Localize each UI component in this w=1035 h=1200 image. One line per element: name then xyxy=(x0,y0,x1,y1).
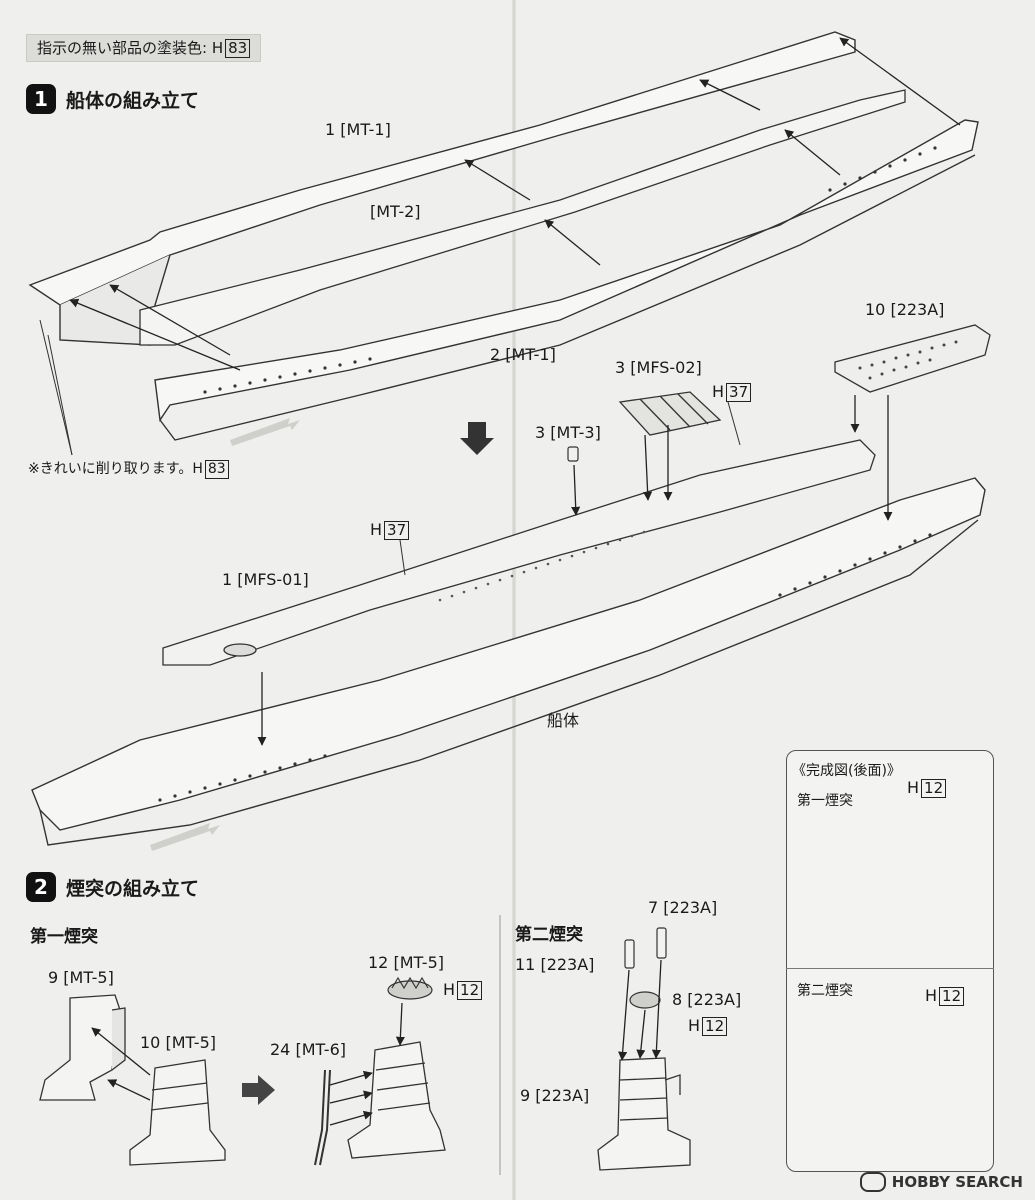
step2-heading: 2 煙突の組み立て xyxy=(26,872,199,902)
page-gutter xyxy=(512,0,516,1200)
hull-half-mt1-bottom xyxy=(154,119,979,441)
completed-view-panel xyxy=(786,750,994,1172)
funnel1-assembled xyxy=(347,1041,446,1159)
panel-divider xyxy=(786,968,994,969)
deck-mfs01 xyxy=(162,439,876,666)
step1-heading: 1 船体の組み立て xyxy=(26,84,199,114)
part-3-mt3 xyxy=(567,446,579,462)
label-mfs02: 3 [MFS-02] xyxy=(615,358,702,377)
step2-badge: 2 xyxy=(26,872,56,902)
funnel2-assembled xyxy=(597,1057,691,1171)
deck-texture xyxy=(438,530,646,602)
panel-first-label: 第一煙突 xyxy=(797,793,853,809)
label-mfs01: 1 [MFS-01] xyxy=(222,570,309,589)
logo-icon xyxy=(859,1172,886,1192)
funnel1-part24 xyxy=(314,1069,331,1166)
part-10-223a xyxy=(834,324,991,393)
h37b-code: 37 xyxy=(384,521,410,540)
second-funnel-title: 第二煙突 xyxy=(515,925,583,945)
panel-first-h-prefix: H xyxy=(907,778,920,797)
arrows-funnel1-a xyxy=(91,1027,151,1101)
panel-second-h-code: 12 xyxy=(939,987,965,1006)
label-hull: 船体 xyxy=(547,711,580,730)
funnel1-part9 xyxy=(39,994,126,1101)
paint-note-code: 83 xyxy=(225,39,251,58)
panel-second-h-prefix: H xyxy=(925,986,938,1005)
arrows-step1-bottom xyxy=(257,395,893,746)
label-f1-p24: 24 [MT-6] xyxy=(270,1040,346,1059)
arrows-funnel1-b xyxy=(329,1002,405,1126)
panel-first-h-code: 12 xyxy=(921,779,947,798)
arrows-funnel2 xyxy=(618,959,662,1061)
label-part10: 10 [223A] xyxy=(865,300,945,319)
watermark-logo: HOBBY SEARCH xyxy=(859,1172,1023,1192)
label-f2-p9: 9 [223A] xyxy=(520,1086,590,1105)
h37a-code: 37 xyxy=(726,383,752,402)
step1-title: 船体の組み立て xyxy=(66,89,200,112)
trim-leaders xyxy=(39,319,73,456)
logo-text: HOBBY SEARCH xyxy=(891,1173,1023,1191)
step2-title: 煙突の組み立て xyxy=(66,877,200,900)
funnel1-part12 xyxy=(387,976,433,1000)
step1-badge: 1 xyxy=(26,84,56,114)
h37b-prefix: H xyxy=(370,520,383,539)
hull-half-mt1-top xyxy=(28,31,856,346)
f2-h12-prefix: H xyxy=(688,1016,701,1035)
panel-second-label: 第二煙突 xyxy=(797,983,853,999)
label-mt1-top: 1 [MT-1] xyxy=(325,120,391,139)
portholes-hull xyxy=(158,533,932,802)
first-funnel-title: 第一煙突 xyxy=(30,927,98,947)
down-arrow-icon xyxy=(460,422,494,455)
trim-note-code: 83 xyxy=(204,460,229,479)
label-f1-p12: 12 [MT-5] xyxy=(368,953,444,972)
portholes-top xyxy=(203,146,937,394)
f1-h12-code: 12 xyxy=(457,981,483,1000)
label-f1-p10: 10 [MT-5] xyxy=(140,1033,216,1052)
paint-note-text: 指示の無い部品の塗装色: H xyxy=(37,39,224,57)
label-mt3: 3 [MT-3] xyxy=(535,423,601,442)
h37-leaders xyxy=(399,401,741,576)
label-mt2: [MT-2] xyxy=(370,202,421,221)
hull-half-mt2 xyxy=(139,89,906,346)
funnel2-parts-small xyxy=(624,927,667,1009)
trim-note-text: ※きれいに削り取ります。H xyxy=(28,461,203,477)
f1-h12-prefix: H xyxy=(443,980,456,999)
arrows-step1-top xyxy=(69,37,961,371)
label-f2-p8: 8 [223A] xyxy=(672,990,742,1009)
h37a-prefix: H xyxy=(712,382,725,401)
f2-h12-code: 12 xyxy=(702,1017,728,1036)
direction-hints xyxy=(150,418,300,851)
label-mt1-mid: 2 [MT-1] xyxy=(490,345,556,364)
hull-assembled xyxy=(31,477,986,846)
label-f2-p11: 11 [223A] xyxy=(515,955,595,974)
right-arrow-icon xyxy=(242,1075,275,1105)
funnel1-part10 xyxy=(129,1059,226,1166)
part-3-mfs02 xyxy=(618,391,722,436)
label-f2-p7: 7 [223A] xyxy=(648,898,718,917)
panel-title: 《完成図(後面)》 xyxy=(792,763,901,779)
label-f1-p9: 9 [MT-5] xyxy=(48,968,114,987)
part-10-texture xyxy=(858,340,958,380)
